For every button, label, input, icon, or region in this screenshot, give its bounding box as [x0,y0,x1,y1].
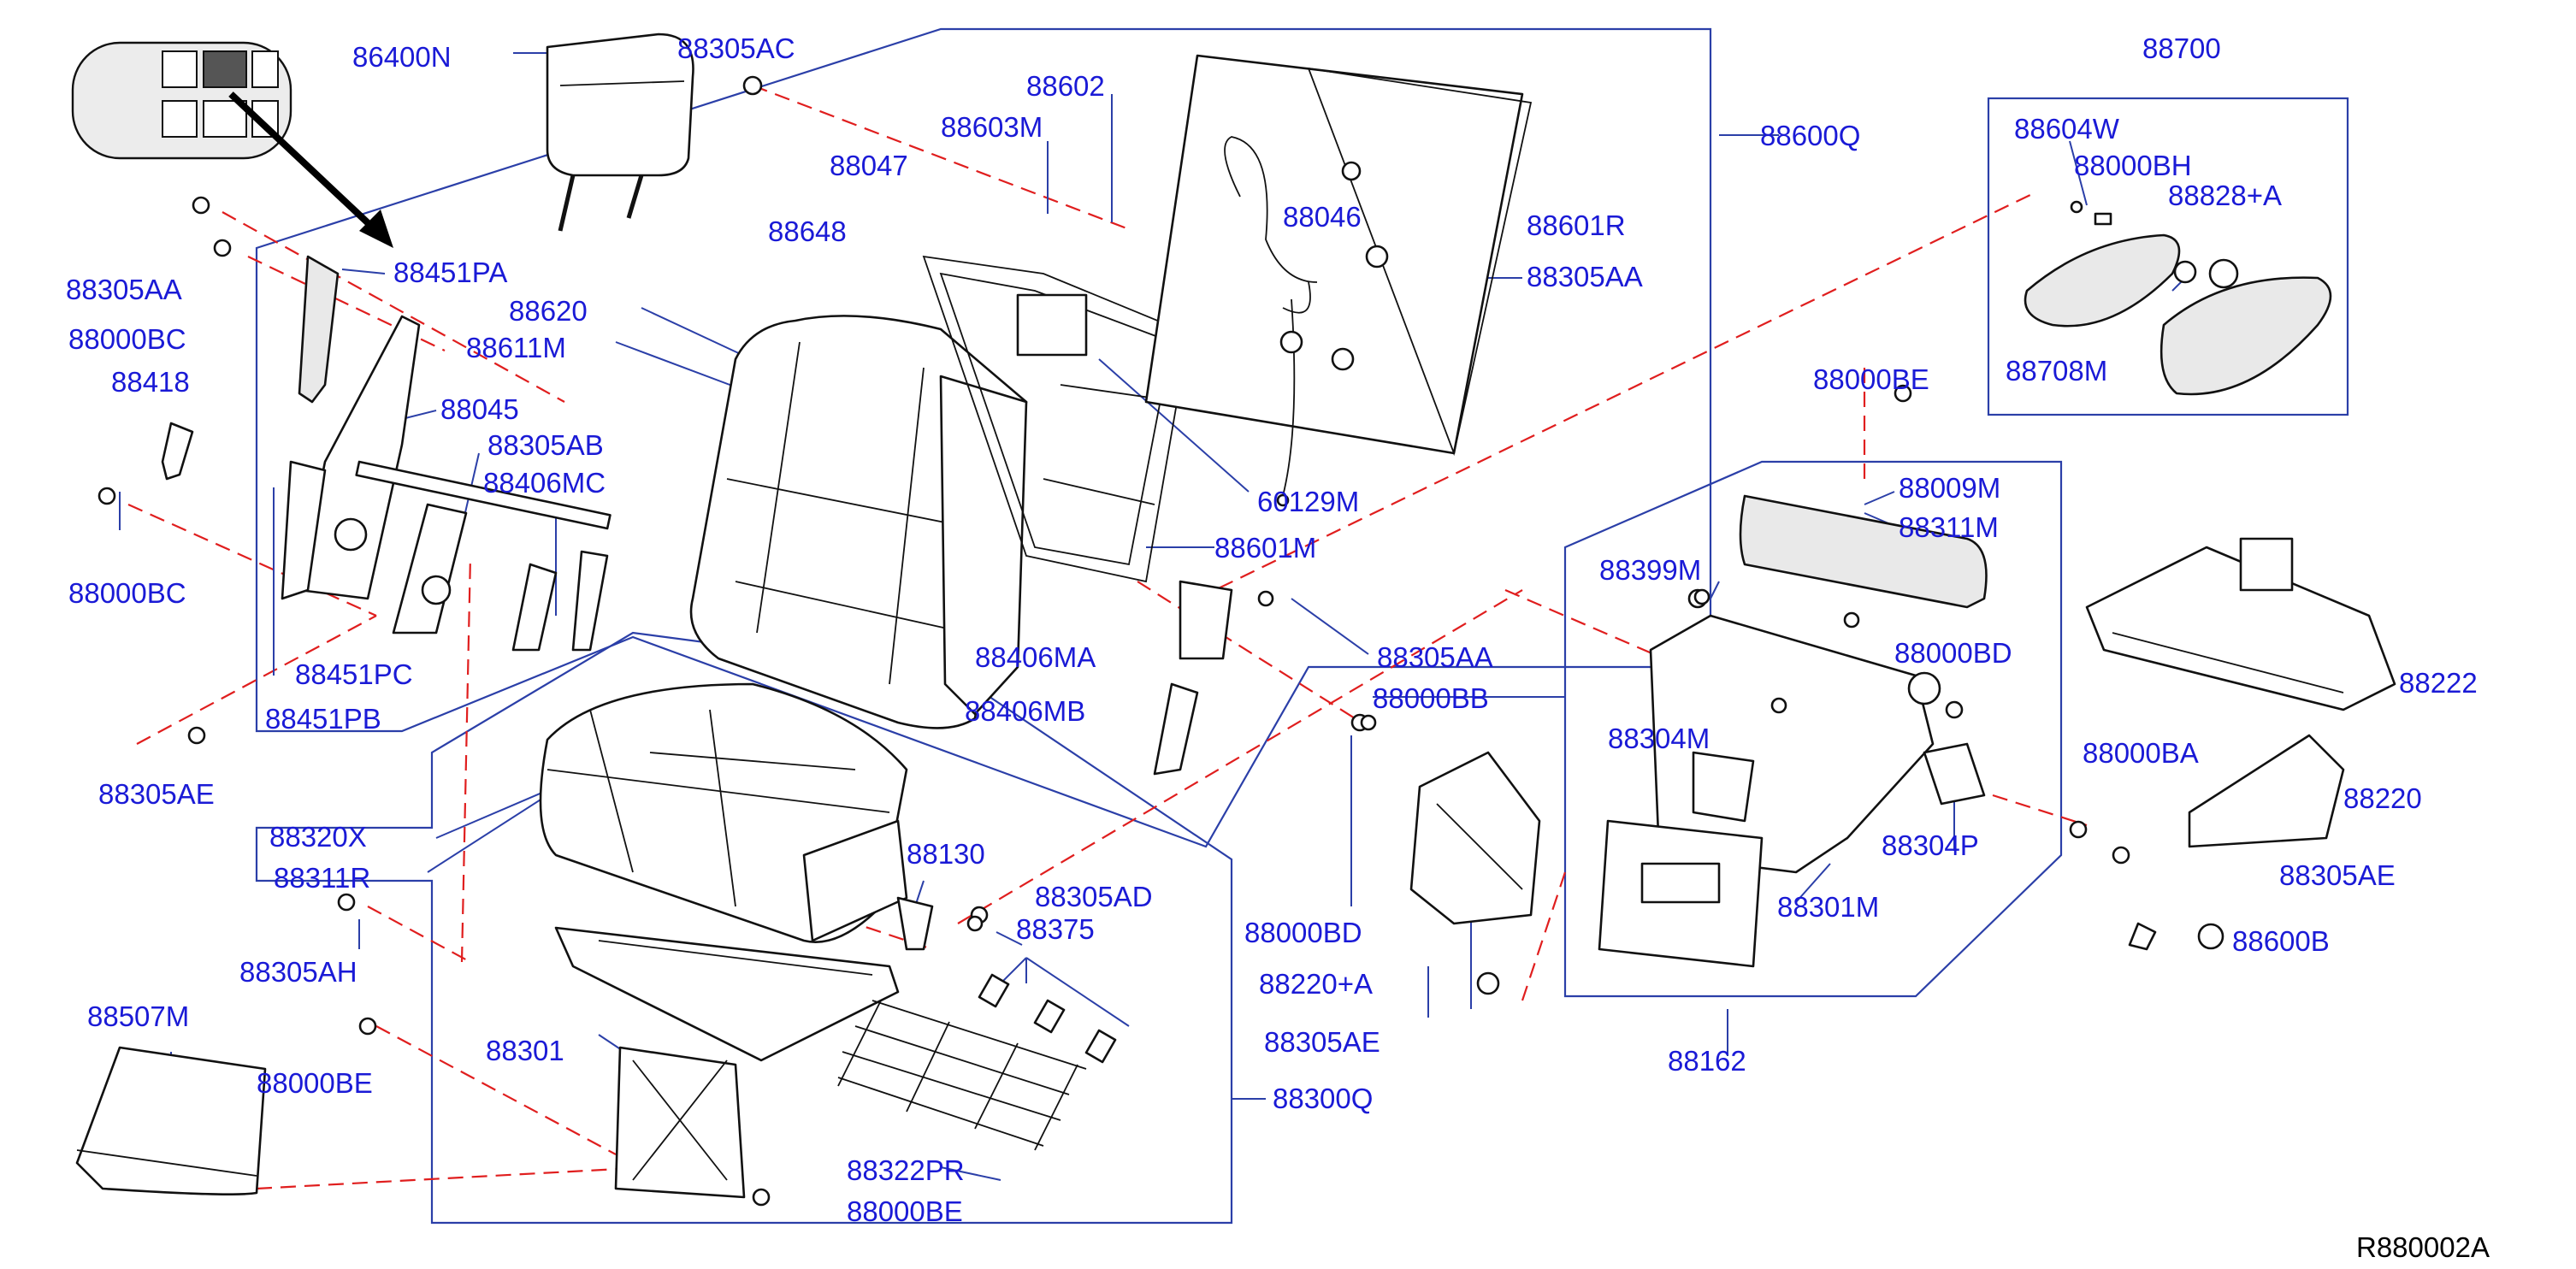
part-label: 88220 [2343,782,2422,814]
seatback-frame [922,255,1191,583]
part-label: 88000BA [2083,737,2199,769]
frame-assembly-box [1563,460,2063,998]
side-cover [75,1046,267,1195]
part-label: 88304P [1882,829,1979,861]
part-label: 88602 [1026,70,1105,102]
armrest [2024,200,2332,396]
part-label: 88045 [440,393,519,425]
part-label: 88451PB [265,703,381,735]
part-label: 88305AA [1377,641,1493,673]
part-label: 86400N [352,41,452,73]
part-label: 88305AH [239,956,357,988]
part-label: 88000BE [847,1195,963,1227]
part-label: 88322PR [847,1154,965,1186]
fasteners [97,75,2224,1207]
recliner-parts [161,255,1233,776]
part-label: 88305AA [1527,261,1643,292]
part-label: 88305AC [677,32,795,64]
part-label: 88406MB [965,695,1085,727]
part-label: 88648 [768,215,847,247]
part-label: 88046 [1283,201,1362,233]
part-label: 88601M [1214,532,1316,564]
part-label: 88600B [2232,925,2330,957]
part-label: 88601R [1527,210,1626,241]
diagram-code: R880002A [2356,1231,2490,1263]
part-label: 60129M [1257,486,1359,517]
part-label: 88000BD [1894,637,2012,669]
part-label: 88222 [2399,667,2478,699]
part-label: 88600Q [1760,120,1860,151]
part-label: 88375 [1016,913,1095,945]
part-label: 88305AE [1264,1026,1380,1058]
part-label: 88451PA [393,257,507,288]
seat-location-thumbnail [71,41,393,248]
seatback-assembly-box [255,27,1712,848]
armrest-box [1987,97,2349,416]
part-label: 88304M [1608,723,1710,754]
part-label: 88507M [87,1000,189,1032]
part-label: 88305AE [2279,859,2396,891]
part-label: 88130 [907,838,985,870]
side-trim [2085,537,2396,951]
bracket [1409,751,1541,995]
part-label: 88009M [1899,472,2000,504]
seat-frame [554,896,1087,1199]
part-label: 88000BC [68,577,186,609]
seat-frame-mechanism [1598,494,1988,968]
part-label: 88305AD [1035,881,1153,912]
leader-lines [119,52,2190,1181]
part-label: 88305AE [98,778,215,810]
part-label: 88406MC [483,467,606,499]
part-label: 88418 [111,366,190,398]
part-label: 88162 [1668,1045,1746,1077]
headrest [546,32,694,232]
part-label: 88000BH [2074,150,2192,181]
part-label: 88000BE [257,1067,373,1099]
part-label: 88047 [830,150,908,181]
part-label: 88311R [274,862,370,894]
part-label: 88708M [2006,355,2107,387]
part-label: 88000BE [1813,363,1929,395]
part-label: 88604W [2014,113,2120,145]
part-label: 88406MA [975,641,1096,673]
part-label: 88305AA [66,274,182,305]
part-label: 88301M [1777,891,1879,923]
part-label: 88700 [2142,32,2221,64]
part-label: 88451PC [295,658,413,690]
part-label: 88000BB [1373,682,1489,714]
part-label: 88220+A [1259,968,1373,1000]
back-panel [1144,54,1533,507]
seat-cushion [539,682,908,943]
part-label: 88305AB [487,429,604,461]
part-label: 88828+A [2168,180,2282,211]
part-label: 88603M [941,111,1043,143]
part-label: 88320X [269,821,367,853]
part-label: 88300Q [1273,1083,1373,1114]
part-label: 88000BD [1244,917,1362,948]
part-label: 88620 [509,295,588,327]
part-label: 88311M [1899,511,1999,543]
springs [978,973,1117,1064]
part-label: 88399M [1599,554,1701,586]
part-label: 88611M [466,332,566,363]
part-label: 88301 [486,1035,564,1066]
part-label: 88000BC [68,323,186,355]
part-labels: 86400N 88305AC 88602 88603M 88047 88648 … [66,32,2490,1263]
cushion-assembly-box [255,631,1233,1225]
alignment-lines [127,84,2088,1190]
